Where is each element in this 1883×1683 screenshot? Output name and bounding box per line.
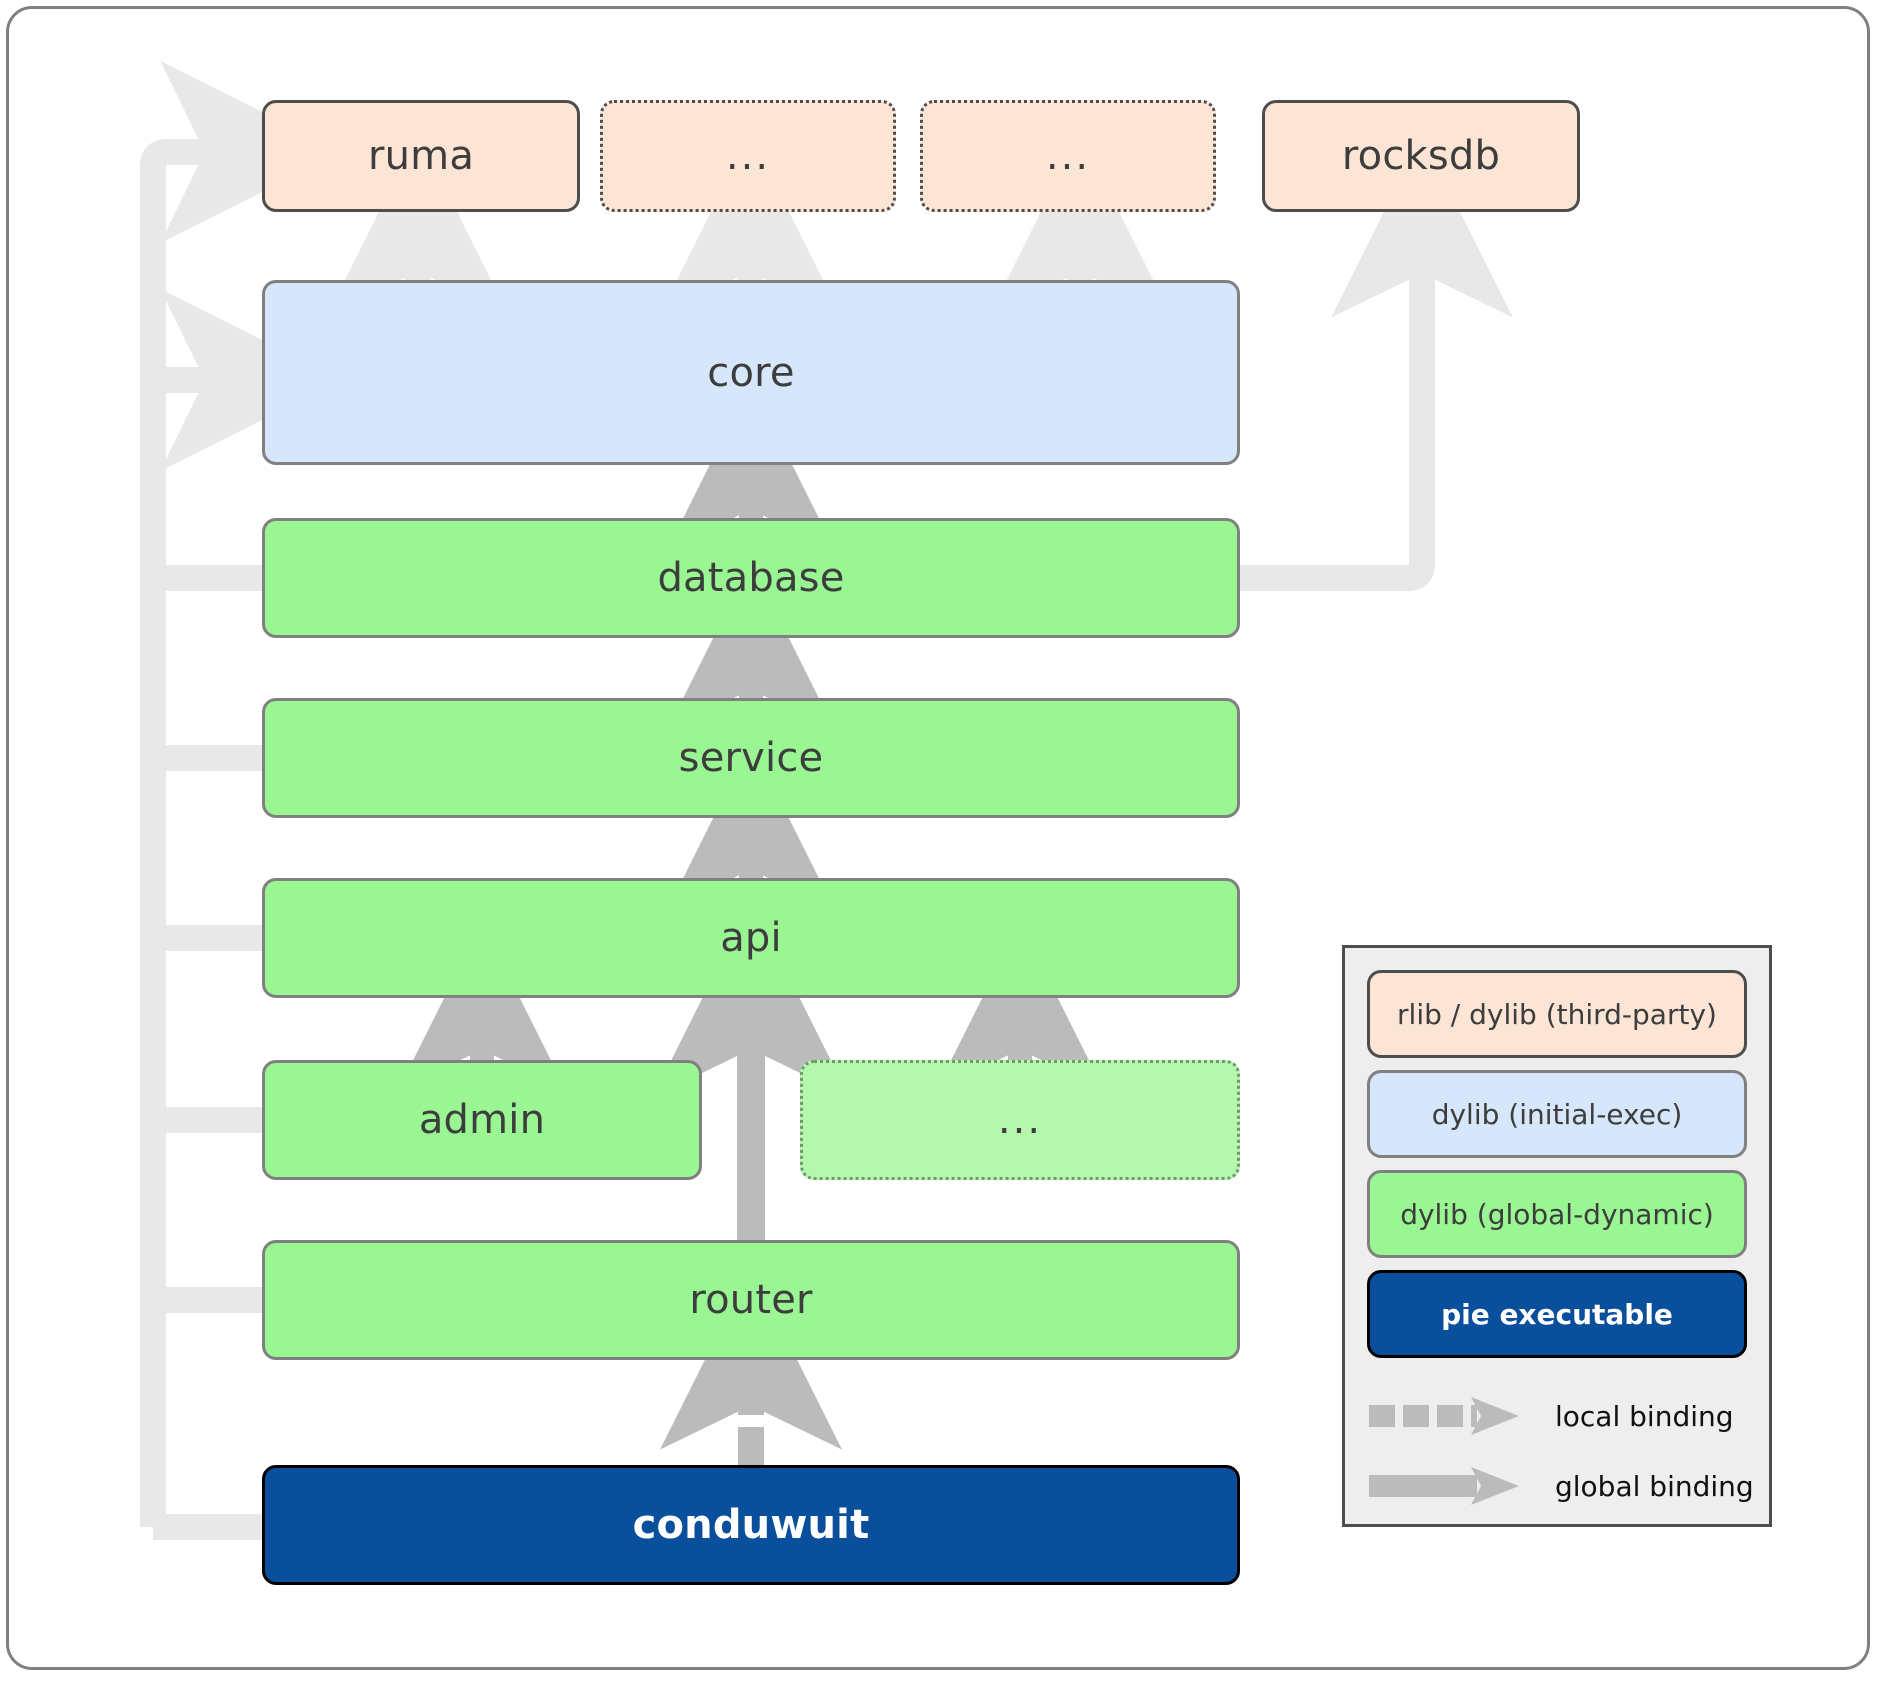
legend-row-local-binding: local binding: [1367, 1386, 1757, 1446]
legend-swatch-third-party: rlib / dylib (third-party): [1367, 970, 1747, 1058]
legend-swatch-global-dynamic: dylib (global-dynamic): [1367, 1170, 1747, 1258]
legend-row-global-binding: global binding: [1367, 1456, 1757, 1516]
node-admin[interactable]: admin: [262, 1060, 702, 1180]
node-api[interactable]: api: [262, 878, 1240, 998]
node-ruma[interactable]: ruma: [262, 100, 580, 212]
node-third-party-placeholder-1[interactable]: ...: [600, 100, 896, 212]
node-rocksdb[interactable]: rocksdb: [1262, 100, 1580, 212]
node-router[interactable]: router: [262, 1240, 1240, 1360]
legend-label-local-binding: local binding: [1555, 1399, 1734, 1433]
legend-label-global-binding: global binding: [1555, 1469, 1754, 1503]
global-binding-arrow-icon: [1369, 1467, 1519, 1505]
local-binding-arrow-icon: [1369, 1397, 1519, 1435]
legend-swatch-pie: pie executable: [1367, 1270, 1747, 1358]
node-global-dynamic-placeholder[interactable]: ...: [800, 1060, 1240, 1180]
node-conduwuit[interactable]: conduwuit: [262, 1465, 1240, 1585]
legend-swatch-initial-exec: dylib (initial-exec): [1367, 1070, 1747, 1158]
node-core[interactable]: core: [262, 280, 1240, 465]
node-database[interactable]: database: [262, 518, 1240, 638]
node-third-party-placeholder-2[interactable]: ...: [920, 100, 1216, 212]
legend-panel: rlib / dylib (third-party) dylib (initia…: [1342, 945, 1772, 1527]
node-service[interactable]: service: [262, 698, 1240, 818]
